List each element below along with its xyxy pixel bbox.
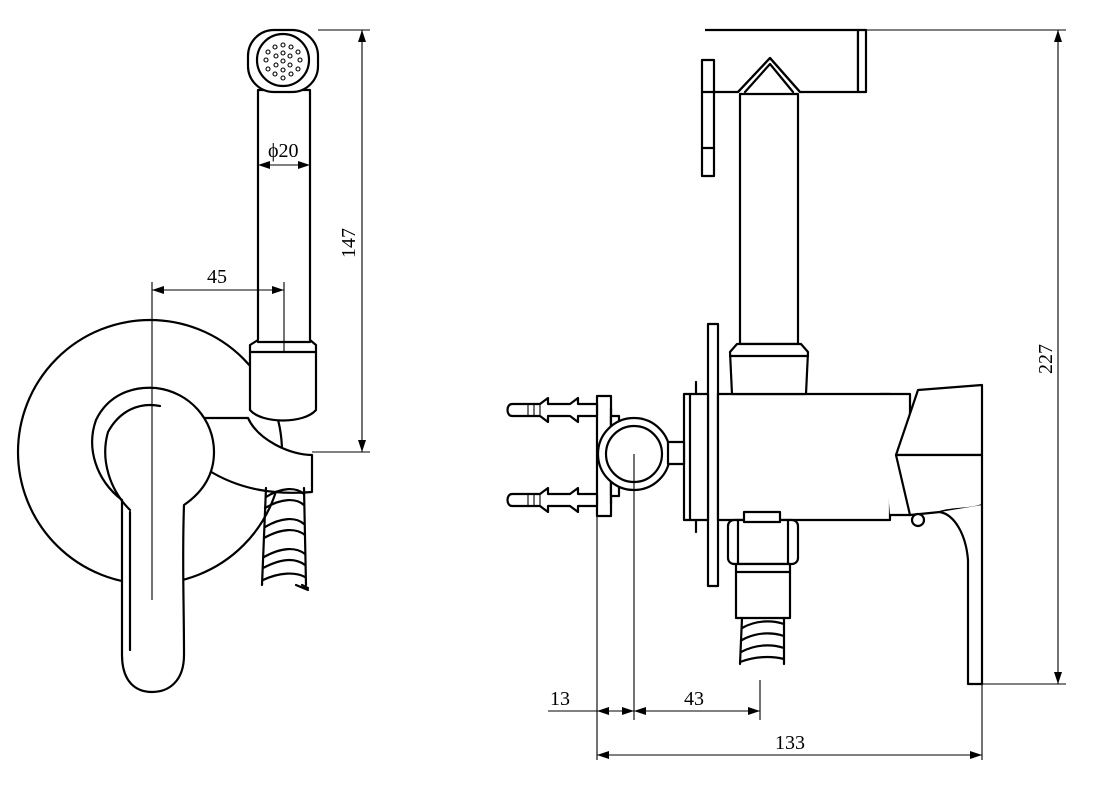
sprayer-front (248, 88, 318, 422)
dim-total-depth: 133 (775, 732, 805, 754)
sprayer-side-body (738, 92, 800, 346)
sprayer-side-head (705, 28, 860, 94)
wall-plug-bottom (506, 486, 599, 514)
sprayer-bracket (700, 58, 716, 178)
dim-wall-offset: 13 (550, 688, 570, 710)
spray-head (246, 28, 320, 94)
wall-plug-top (506, 396, 599, 424)
mounting-flange (706, 322, 720, 588)
mixer-handle-front (91, 386, 216, 694)
side-view: 227 13 43 133 (506, 28, 1066, 760)
spray-nozzle-holes (263, 42, 303, 81)
front-view: ϕ20 45 147 (16, 28, 370, 694)
hose-side (738, 616, 786, 666)
hose-front (260, 486, 310, 592)
hose-holder-bracket (194, 416, 314, 494)
dim-hose-height: 147 (338, 228, 360, 258)
dim-diameter: ϕ20 (268, 140, 299, 162)
valve-body (716, 392, 892, 522)
dim-handle-offset: 45 (207, 266, 227, 288)
dim-total-height: 227 (1035, 344, 1057, 374)
dim-outlet-offset: 43 (684, 688, 704, 710)
